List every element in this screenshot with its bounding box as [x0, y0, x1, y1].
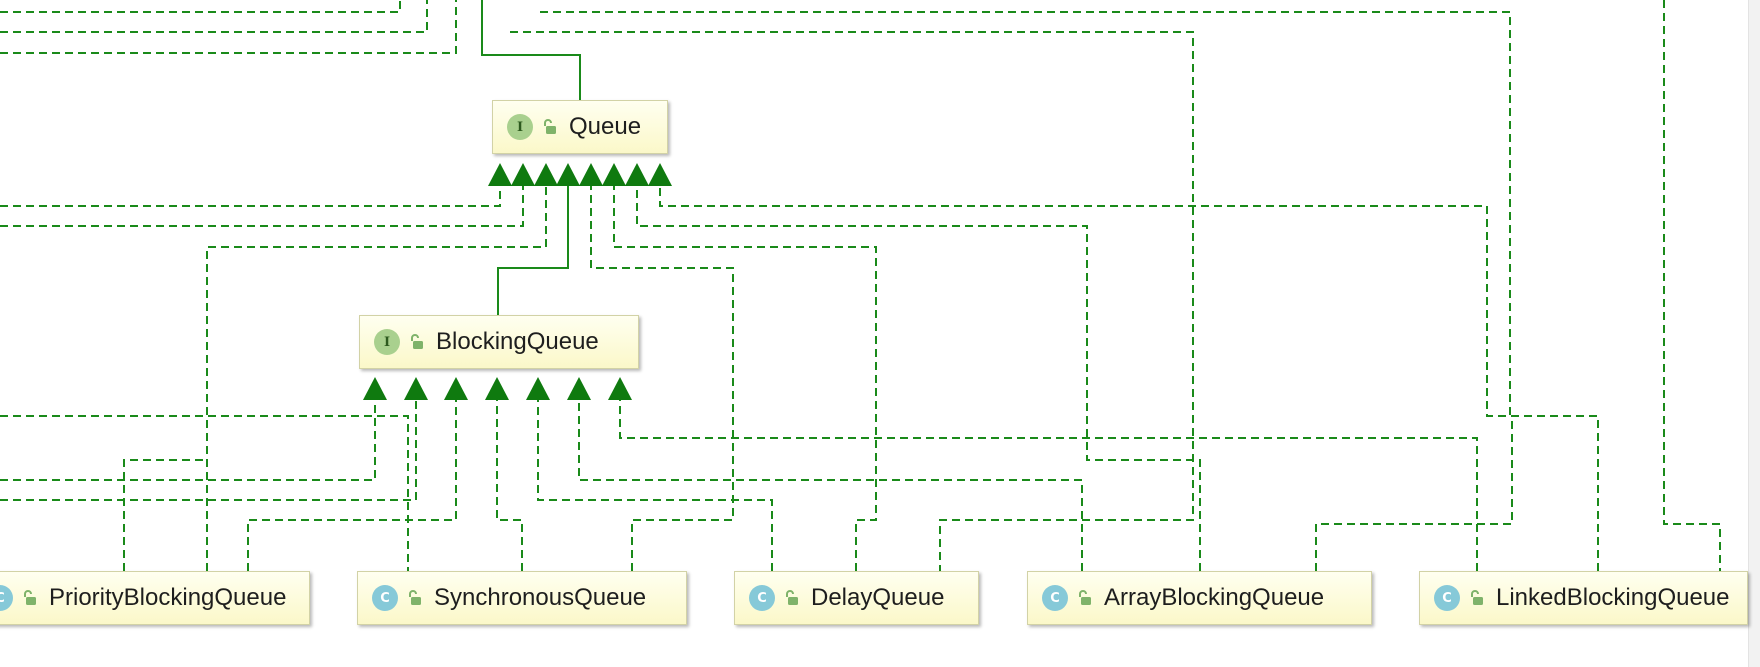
- blocking-queue-arrowhead: [526, 377, 550, 400]
- interface-icon: I: [374, 329, 400, 355]
- dashed-edge: [613, 186, 877, 571]
- dashed-edge: [540, 11, 1511, 416]
- dashed-edge: [123, 459, 208, 571]
- dashed-edge: [0, 400, 417, 501]
- public-lock-icon: [1468, 589, 1486, 607]
- solid-edge: [481, 0, 581, 100]
- dashed-edge: [0, 415, 409, 571]
- node-label: Queue: [569, 113, 642, 140]
- queue-arrowhead: [511, 163, 535, 186]
- class-icon: C: [749, 585, 775, 611]
- dashed-edge: [0, 400, 376, 481]
- solid-edge: [497, 186, 569, 315]
- node-label: LinkedBlockingQueue: [1496, 584, 1730, 611]
- public-lock-icon: [783, 589, 801, 607]
- blocking-queue-arrowhead: [485, 377, 509, 400]
- blocking-queue-arrowhead: [608, 377, 632, 400]
- node-label: BlockingQueue: [436, 328, 599, 355]
- node-delay-queue[interactable]: C DelayQueue: [734, 571, 979, 625]
- dashed-edge: [0, 186, 501, 207]
- dashed-edge: [1315, 416, 1513, 571]
- node-blocking-queue[interactable]: I BlockingQueue: [359, 315, 639, 369]
- scrollbar[interactable]: [1748, 0, 1760, 667]
- class-icon: C: [1434, 585, 1460, 611]
- dashed-edge: [659, 186, 1599, 571]
- public-lock-icon: [21, 589, 39, 607]
- queue-arrowhead: [625, 163, 649, 186]
- dashed-edge: [1663, 0, 1721, 571]
- dashed-edge: [206, 186, 547, 571]
- dashed-edge: [0, 0, 401, 13]
- dashed-edge: [496, 400, 523, 571]
- dashed-edge: [247, 400, 457, 571]
- node-label: DelayQueue: [811, 584, 945, 611]
- class-icon: C: [0, 585, 13, 611]
- node-synchronous-queue[interactable]: C SynchronousQueue: [357, 571, 687, 625]
- dashed-edge: [0, 0, 457, 54]
- interface-icon: I: [507, 114, 533, 140]
- dashed-edge: [619, 400, 1478, 571]
- public-lock-icon: [1076, 589, 1094, 607]
- queue-arrowhead: [648, 163, 672, 186]
- dashed-edge: [510, 31, 1194, 571]
- queue-arrowhead: [602, 163, 626, 186]
- public-lock-icon: [408, 333, 426, 351]
- dashed-edge: [537, 400, 773, 571]
- public-lock-icon: [406, 589, 424, 607]
- dashed-edge: [0, 186, 524, 227]
- node-priority-blocking-queue[interactable]: C PriorityBlockingQueue: [0, 571, 310, 625]
- blocking-queue-arrowhead: [363, 377, 387, 400]
- inheritance-edges: [0, 0, 1721, 571]
- queue-arrowhead: [488, 163, 512, 186]
- arrowheads: [363, 163, 672, 400]
- class-icon: C: [372, 585, 398, 611]
- public-lock-icon: [541, 118, 559, 136]
- class-icon: C: [1042, 585, 1068, 611]
- blocking-queue-arrowhead: [444, 377, 468, 400]
- dashed-edge: [578, 400, 1083, 571]
- blocking-queue-arrowhead: [567, 377, 591, 400]
- dashed-edge: [590, 186, 734, 571]
- node-label: PriorityBlockingQueue: [49, 584, 287, 611]
- dashed-edge: [636, 186, 1201, 571]
- node-array-blocking-queue[interactable]: C ArrayBlockingQueue: [1027, 571, 1372, 625]
- node-linked-blocking-queue[interactable]: C LinkedBlockingQueue: [1419, 571, 1748, 625]
- node-label: ArrayBlockingQueue: [1104, 584, 1325, 611]
- queue-arrowhead: [534, 163, 558, 186]
- dashed-edge: [0, 0, 428, 33]
- queue-arrowhead: [556, 163, 580, 186]
- node-queue[interactable]: I Queue: [492, 100, 668, 154]
- blocking-queue-arrowhead: [404, 377, 428, 400]
- node-label: SynchronousQueue: [434, 584, 647, 611]
- queue-arrowhead: [579, 163, 603, 186]
